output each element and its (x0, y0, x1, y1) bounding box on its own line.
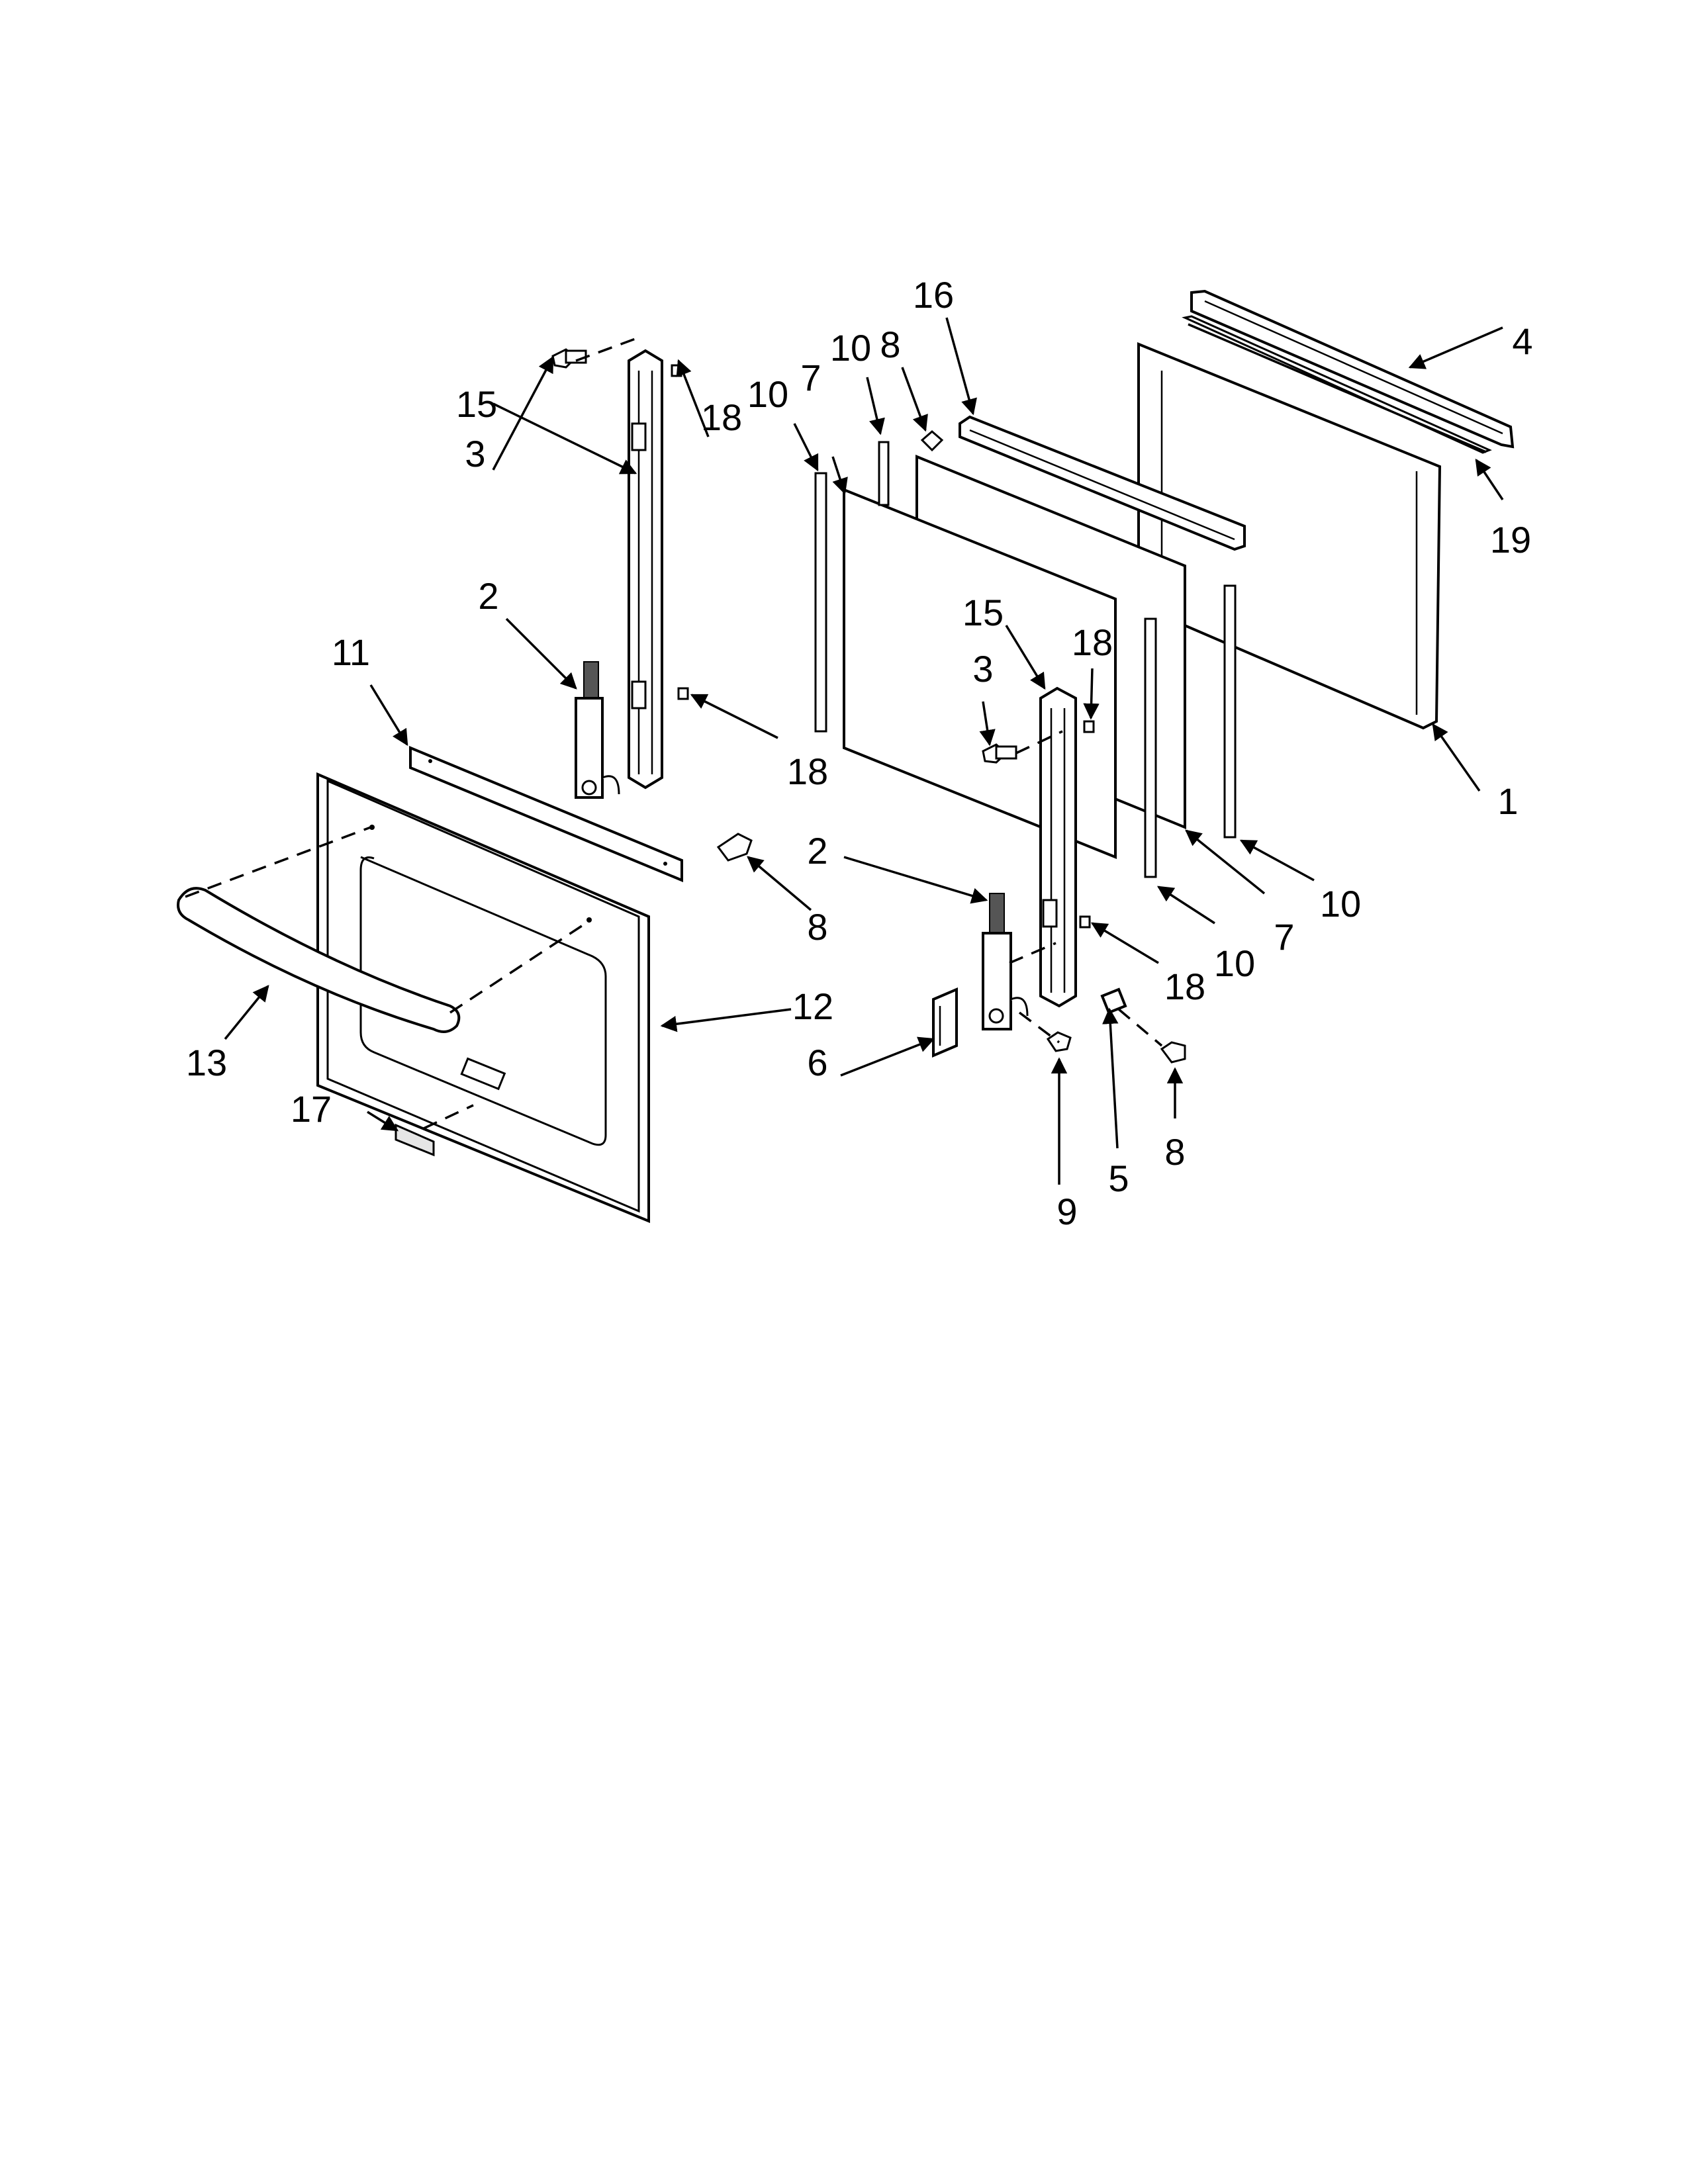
part-8-screw-middle (716, 833, 753, 862)
part-10-spacers (814, 441, 1237, 878)
callout-17: 17 (291, 1088, 332, 1130)
callout-3-right: 3 (972, 648, 993, 690)
callout-18-a: 18 (701, 396, 742, 438)
callout-7-rear: 7 (800, 357, 821, 398)
part-6-bracket (932, 987, 958, 1058)
callout-15-left: 15 (456, 383, 497, 425)
callout-10-b: 10 (830, 327, 871, 369)
part-19-seal (1188, 323, 1487, 453)
part-13-handle (177, 887, 461, 1033)
callout-15-right: 15 (962, 592, 1004, 633)
callout-18-d: 18 (1164, 966, 1205, 1007)
callout-6: 6 (807, 1042, 827, 1083)
callout-16: 16 (913, 274, 954, 316)
part-8-screw-top (920, 430, 944, 452)
part-8-screw-lower (1160, 1041, 1186, 1064)
callout-3-left: 3 (465, 433, 485, 475)
callout-8-lower: 8 (1164, 1131, 1185, 1173)
callout-1: 1 (1497, 780, 1518, 822)
callout-10-a: 10 (747, 373, 788, 415)
callout-13: 13 (186, 1042, 227, 1083)
part-4-top-trim (1182, 289, 1515, 454)
callout-8-middle: 8 (807, 906, 827, 948)
assembly-lines (185, 336, 1163, 1130)
callout-8-top: 8 (880, 324, 900, 365)
callout-19: 19 (1490, 519, 1531, 561)
callout-12: 12 (792, 985, 833, 1027)
callout-18-c: 18 (1072, 621, 1113, 663)
callout-2-right: 2 (807, 830, 827, 872)
callout-11: 11 (332, 631, 370, 673)
part-16-glass-support-rail (959, 415, 1246, 551)
part-3-screw-right (982, 743, 1017, 764)
part-5-latch-clip (1100, 987, 1127, 1015)
callout-2-left: 2 (478, 575, 498, 617)
callout-7-front: 7 (1274, 916, 1294, 958)
callout-10-d: 10 (1320, 883, 1361, 925)
part-17-badge (395, 1123, 435, 1157)
callouts: 1 2 2 3 3 4 5 6 7 7 8 8 8 9 10 10 10 (186, 274, 1533, 1232)
callout-10-c: 10 (1214, 942, 1255, 984)
part-2-hinge-left (575, 661, 620, 799)
callout-5: 5 (1108, 1158, 1129, 1199)
callout-9: 9 (1056, 1191, 1077, 1232)
callout-18-b: 18 (787, 751, 828, 792)
callout-4: 4 (1512, 320, 1532, 362)
part-15-hinge-channel-left (628, 349, 663, 790)
part-2-hinge-right (982, 893, 1029, 1030)
part-15-hinge-channel-right (1039, 686, 1077, 1008)
part-12-outer-door (316, 772, 650, 1223)
part-11-vent-trim (409, 746, 683, 882)
